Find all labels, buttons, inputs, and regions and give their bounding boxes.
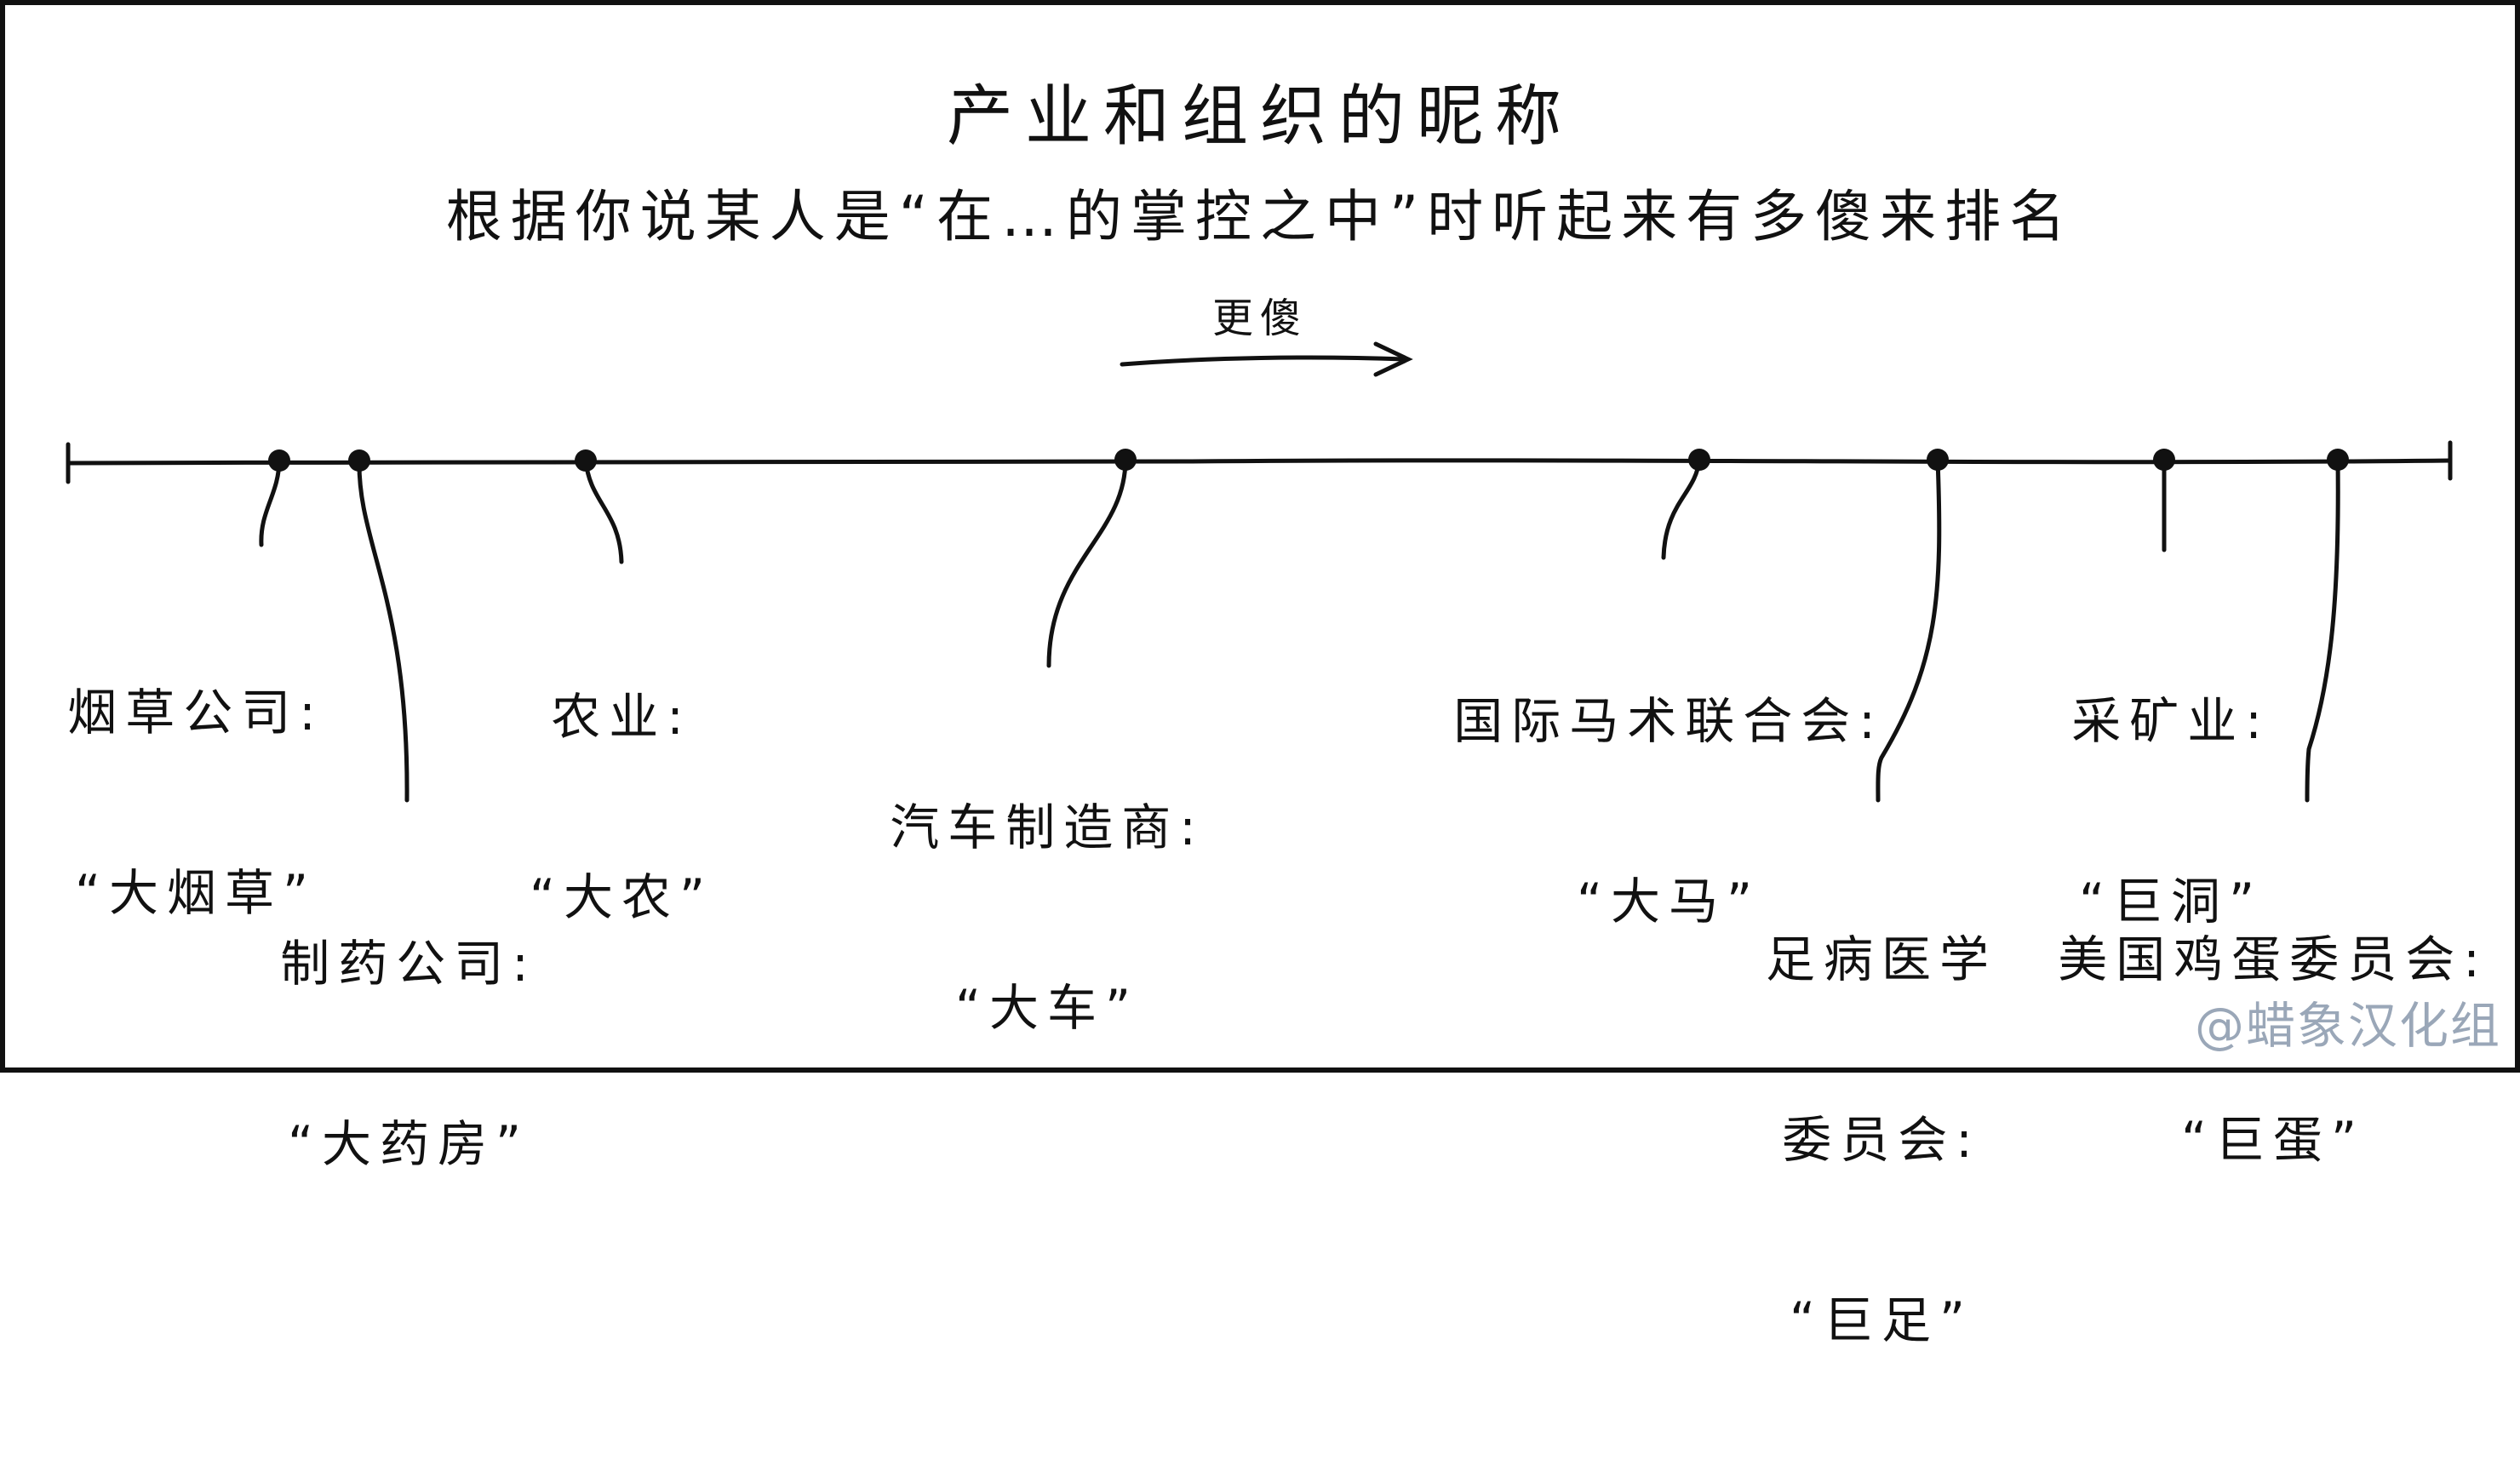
- label-pharma-line2: “大药房”: [287, 1114, 530, 1173]
- leader-egg-board: [2305, 457, 2340, 803]
- label-egg-board-line2: “巨蛋”: [2180, 1110, 2366, 1169]
- comic-subtitle: 根据你说某人是“在…的掌控之中”时听起来有多傻来排名: [445, 184, 2075, 249]
- leader-tobacco: [259, 457, 282, 547]
- comic-title: 产业和组织的昵称: [946, 78, 1573, 155]
- label-tobacco-line1: 烟草公司:: [67, 683, 324, 741]
- leader-automakers: [1046, 457, 1128, 668]
- comic-panel: 产业和组织的昵称 根据你说某人是“在…的掌控之中”时听起来有多傻来排名 更傻 烟…: [0, 0, 2520, 1349]
- label-agriculture: 农业: “大农”: [494, 566, 749, 1048]
- label-fei-line2: “大马”: [1576, 872, 1761, 930]
- label-egg-board-line1: 美国鸡蛋委员会:: [2058, 930, 2488, 988]
- point-tobacco: [268, 449, 290, 472]
- watermark: @蜡象汉化组: [2194, 997, 2501, 1055]
- point-egg-board: [2327, 449, 2349, 471]
- point-pharma: [348, 449, 370, 472]
- label-podiatry-line3: “巨足”: [1789, 1291, 1974, 1349]
- label-tobacco: 烟草公司: “大烟草”: [26, 562, 366, 1044]
- point-agriculture: [575, 449, 597, 472]
- point-podiatry: [1927, 449, 1949, 471]
- arrow-label: 更傻: [1211, 295, 1308, 342]
- point-fei: [1688, 449, 1710, 471]
- label-tobacco-line2: “大烟草”: [74, 863, 318, 922]
- scale-line: [66, 440, 2453, 484]
- label-fei-line1: 国际马术联合会:: [1453, 691, 1884, 750]
- label-automakers-line2: “大车”: [954, 978, 1140, 1037]
- label-agriculture-line2: “大农”: [529, 867, 714, 926]
- label-pharma-line1: 制药公司:: [280, 934, 537, 993]
- label-podiatry: 足病医学 委员会: “巨足”: [1728, 809, 2035, 1471]
- scale-axis: [66, 458, 2453, 466]
- label-mining-line2: “巨洞”: [2078, 872, 2264, 930]
- leader-podiatry: [1876, 457, 1942, 803]
- label-podiatry-line2: 委员会:: [1782, 1110, 1981, 1169]
- point-automakers: [1114, 449, 1137, 471]
- label-agriculture-line1: 农业:: [551, 687, 692, 746]
- label-mining: 采矿业: “巨洞”: [2035, 570, 2307, 1052]
- label-automakers-line1: 汽车制造商:: [890, 798, 1205, 856]
- leader-pharma: [357, 457, 410, 803]
- arrow-shaft: [1120, 355, 1407, 367]
- leader-fei: [1661, 457, 1702, 560]
- leader-agriculture: [583, 457, 624, 564]
- point-mining: [2153, 449, 2175, 471]
- panel-border: [0, 0, 2520, 1073]
- label-fei: 国际马术联合会: “大马”: [1413, 570, 1924, 1052]
- label-mining-line1: 采矿业:: [2071, 691, 2271, 750]
- leader-lines: [259, 457, 2340, 803]
- label-podiatry-line1: 足病医学: [1765, 930, 1997, 988]
- arrow-head: [1373, 341, 1413, 377]
- label-automakers: 汽车制造商: “大车”: [843, 677, 1251, 1159]
- timeline-drawing: [0, 0, 2520, 1073]
- sillier-arrow: [1120, 341, 1413, 377]
- scale-points: [268, 449, 2349, 472]
